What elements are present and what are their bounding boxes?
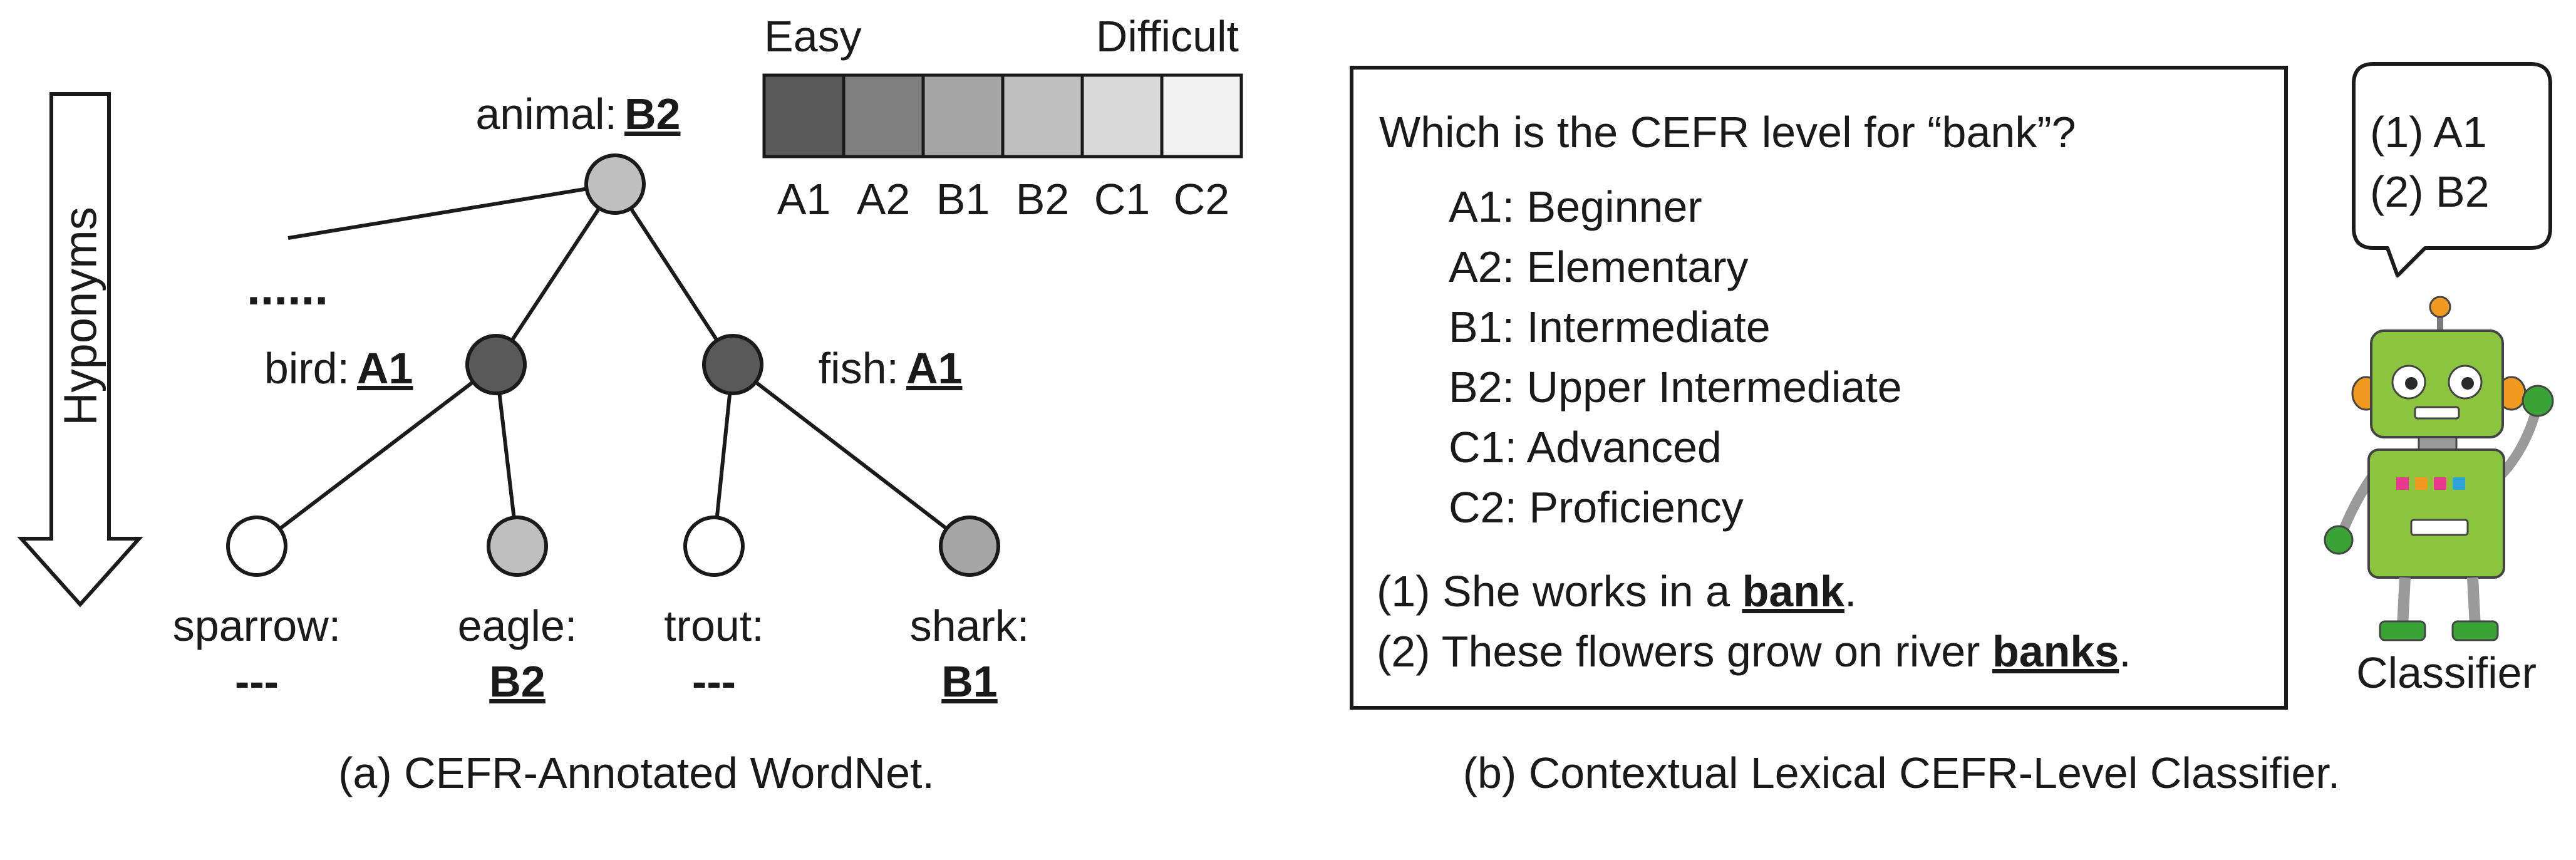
bubble-answer-2: (2) B2 (2370, 167, 2490, 216)
sentence-2-suffix: . (2119, 627, 2131, 676)
scale-labels: A1 A2 B1 B2 C1 C2 (777, 175, 1230, 224)
sentence-2-target-word: banks (1992, 627, 2119, 676)
scale-boxes (762, 73, 1243, 158)
edge-root-fish (613, 183, 735, 366)
hyponyms-label: Hyponyms (54, 207, 106, 426)
label-sparrow-level: --- (235, 657, 279, 706)
scale-label-a2: A2 (857, 175, 911, 224)
robot-right-hand (2522, 385, 2554, 417)
label-bird-level: A1 (357, 344, 413, 393)
scale-label-a1: A1 (777, 175, 831, 224)
node-animal (584, 153, 646, 215)
scale-box-a1 (762, 73, 846, 158)
scale-label-c2: C2 (1174, 175, 1229, 224)
question-box (1350, 66, 2288, 710)
edge-fish-shark (732, 363, 971, 548)
scale-box-a2 (842, 73, 925, 158)
node-shark (939, 515, 1000, 577)
robot-right-leg (2467, 577, 2481, 627)
label-trout-level: --- (692, 657, 736, 706)
robot-button-pink (2396, 477, 2409, 490)
sentence-1-suffix: . (1844, 567, 1856, 616)
caption-b: (b) Contextual Lexical CEFR-Level Classi… (1463, 749, 2341, 797)
option-a2: A2: Elementary (1449, 242, 1749, 291)
scale-difficult-label: Difficult (1096, 12, 1239, 61)
label-eagle-word: eagle: (458, 601, 577, 650)
robot-icon (2324, 296, 2554, 641)
caption-a: (a) CEFR-Annotated WordNet. (338, 749, 934, 797)
options-list: A1: Beginner A2: Elementary B1: Intermed… (1449, 182, 1902, 532)
sentence-2-prefix: (2) These flowers grow on river (1377, 627, 1992, 676)
sentence-1-prefix: (1) She works in a (1377, 567, 1742, 616)
option-c2: C2: Proficiency (1449, 483, 1744, 532)
robot-chest-panel (2410, 519, 2469, 536)
label-animal-word: animal: (475, 90, 617, 138)
scale-box-b2 (1001, 73, 1084, 158)
label-bird-word: bird: (264, 344, 349, 393)
scale-easy-label: Easy (764, 12, 862, 61)
robot-button-blue (2453, 477, 2465, 490)
scale-box-c1 (1080, 73, 1164, 158)
difficulty-scale: Easy Difficult A1 A2 B1 B2 C1 C2 (762, 12, 1243, 224)
down-arrow-icon (17, 92, 143, 608)
label-sparrow-word: sparrow: (173, 601, 341, 650)
scale-box-c2 (1160, 73, 1243, 158)
robot-mouth (2414, 406, 2460, 420)
robot-antenna-ball (2429, 296, 2451, 318)
edge-bird-sparrow (256, 363, 497, 548)
robot-left-hand (2324, 525, 2354, 555)
tree-nodes (226, 153, 1000, 577)
label-animal-level: B2 (624, 90, 680, 138)
scale-box-b1 (921, 73, 1005, 158)
bubble-answer-1: (1) A1 (2370, 108, 2487, 157)
robot-right-foot (2451, 620, 2499, 641)
robot-right-arm (2495, 408, 2540, 481)
scale-label-c1: C1 (1094, 175, 1150, 224)
example-sentence-1: (1) She works in a bank. (1377, 567, 1856, 616)
sentence-1-target-word: bank (1742, 567, 1844, 616)
hyponyms-arrow: Hyponyms (17, 92, 143, 608)
speech-bubble-icon (2352, 62, 2552, 277)
classifier-label: Classifier (2356, 648, 2537, 697)
panel-b: Which is the CEFR level for “bank”? A1: … (1350, 62, 2554, 797)
robot-left-foot (2379, 620, 2426, 641)
label-trout-word: trout: (664, 601, 764, 650)
robot-head (2370, 329, 2504, 438)
node-sparrow (226, 515, 287, 577)
question-text: Which is the CEFR level for “bank”? (1379, 108, 2076, 157)
edge-root-other (287, 182, 616, 240)
label-eagle-level: B2 (489, 657, 545, 706)
option-b2: B2: Upper Intermediate (1449, 363, 1902, 412)
panel-a: Hyponyms ...... animal: B2 bird: A1 (17, 90, 1030, 797)
robot-button-pink-2 (2434, 477, 2446, 490)
example-sentence-2: (2) These flowers grow on river banks. (1377, 627, 2131, 676)
node-trout (683, 515, 745, 577)
option-a1: A1: Beginner (1449, 182, 1702, 231)
option-c1: C1: Advanced (1449, 423, 1722, 472)
label-fish-level: A1 (906, 344, 962, 393)
option-b1: B1: Intermediate (1449, 303, 1771, 351)
label-shark-word: shark: (910, 601, 1030, 650)
label-shark-level: B1 (941, 657, 997, 706)
siblings-ellipsis: ...... (247, 260, 328, 315)
robot-left-leg (2397, 577, 2411, 627)
node-bird (465, 334, 527, 395)
edge-root-bird (494, 183, 617, 366)
robot-right-pupil (2461, 377, 2474, 390)
node-fish (702, 334, 763, 395)
node-eagle (487, 515, 548, 577)
label-fish-word: fish: (819, 344, 899, 393)
robot-left-pupil (2405, 377, 2418, 390)
scale-label-b2: B2 (1016, 175, 1070, 224)
robot-body (2367, 448, 2505, 579)
scale-label-b1: B1 (936, 175, 990, 224)
speech-bubble: (1) A1 (2) B2 (2352, 62, 2552, 277)
robot-button-orange (2415, 477, 2428, 490)
